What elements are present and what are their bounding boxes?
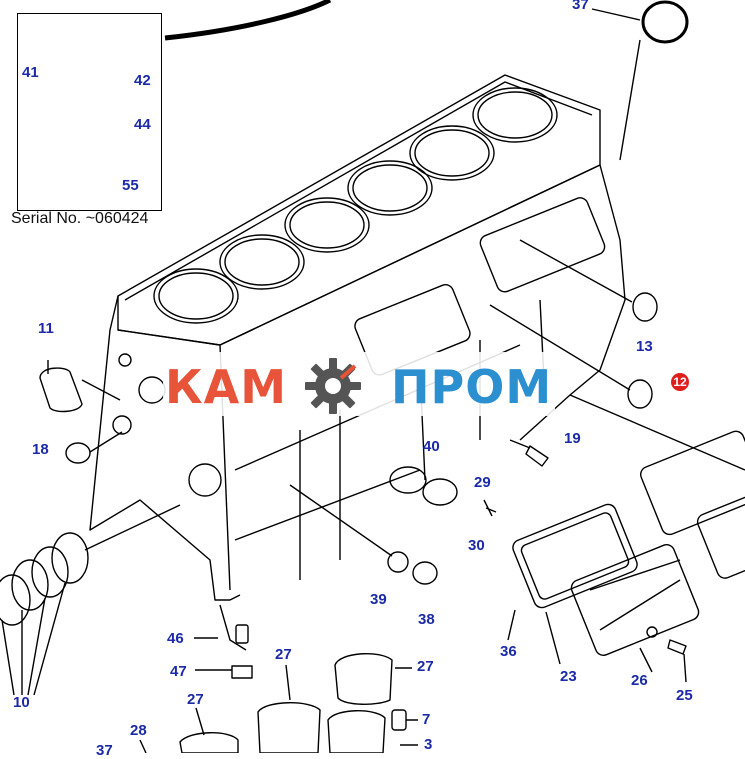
callout-10[interactable]: 10 [13, 694, 30, 711]
callout-23[interactable]: 23 [560, 668, 577, 685]
callout-27-left[interactable]: 27 [187, 691, 204, 708]
bolt-19 [525, 445, 549, 467]
tube-46 [219, 604, 247, 651]
gasket-right [640, 430, 745, 536]
serial-number-label: Serial No. ~060424 [11, 210, 149, 227]
cylinder-liners-10 [0, 504, 181, 696]
side-cover-23 [570, 544, 700, 656]
callout-18[interactable]: 18 [32, 441, 49, 458]
block-side-ribs [234, 299, 546, 580]
washer-39 [387, 551, 409, 573]
callout-11[interactable]: 11 [38, 320, 54, 337]
watermark-text-left: КАМ [165, 360, 287, 414]
block-front-face [89, 295, 241, 601]
main-bearings-27 [179, 652, 412, 753]
callout-3[interactable]: 3 [424, 736, 433, 753]
watermark-text-right: ПРОМ [391, 360, 553, 414]
bolt-25 [667, 639, 687, 655]
callout-40[interactable]: 40 [423, 438, 440, 455]
plug-13 [632, 292, 658, 322]
callout-44[interactable]: 44 [134, 116, 151, 133]
cylinder-bores [153, 87, 558, 324]
inset-box [17, 13, 162, 211]
seal-11 [39, 367, 83, 413]
bolt-47 [231, 665, 253, 679]
callout-36[interactable]: 36 [500, 643, 517, 660]
callout-7[interactable]: 7 [422, 711, 431, 728]
pin-7 [391, 709, 407, 731]
callout-39[interactable]: 39 [370, 591, 387, 608]
watermark-logo: КАМ ПРОМ [163, 352, 555, 416]
callout-42[interactable]: 42 [134, 72, 151, 89]
gasket-36 [512, 503, 638, 609]
callout-37-bottom[interactable]: 37 [96, 742, 113, 759]
gasket-40 [389, 466, 427, 494]
callout-37[interactable]: 37 [572, 0, 589, 13]
callout-19[interactable]: 19 [564, 430, 581, 447]
cover-right [696, 489, 745, 579]
callout-27-right[interactable]: 27 [417, 658, 434, 675]
callout-41[interactable]: 41 [22, 64, 39, 81]
cover-29 [422, 478, 458, 506]
block-top-edge [124, 81, 593, 301]
block-top-deck [117, 74, 601, 346]
top-arc [164, 0, 332, 41]
callout-12[interactable]: 12 [671, 373, 689, 391]
callout-29[interactable]: 29 [474, 474, 491, 491]
callout-47[interactable]: 47 [170, 663, 187, 680]
o-ring-37 [641, 0, 689, 44]
callout-55[interactable]: 55 [122, 177, 139, 194]
callout-46[interactable]: 46 [167, 630, 184, 647]
plug-38 [412, 561, 438, 585]
callout-30[interactable]: 30 [468, 537, 485, 554]
plug-12 [627, 379, 653, 409]
callout-25[interactable]: 25 [676, 687, 693, 704]
callout-13[interactable]: 13 [636, 338, 653, 355]
callout-26[interactable]: 26 [631, 672, 648, 689]
washer-18 [65, 442, 91, 464]
side-opening-2 [479, 197, 606, 293]
callout-27-top[interactable]: 27 [275, 646, 292, 663]
callout-28[interactable]: 28 [130, 722, 147, 739]
callout-38[interactable]: 38 [418, 611, 435, 628]
gear-icon [305, 358, 361, 414]
